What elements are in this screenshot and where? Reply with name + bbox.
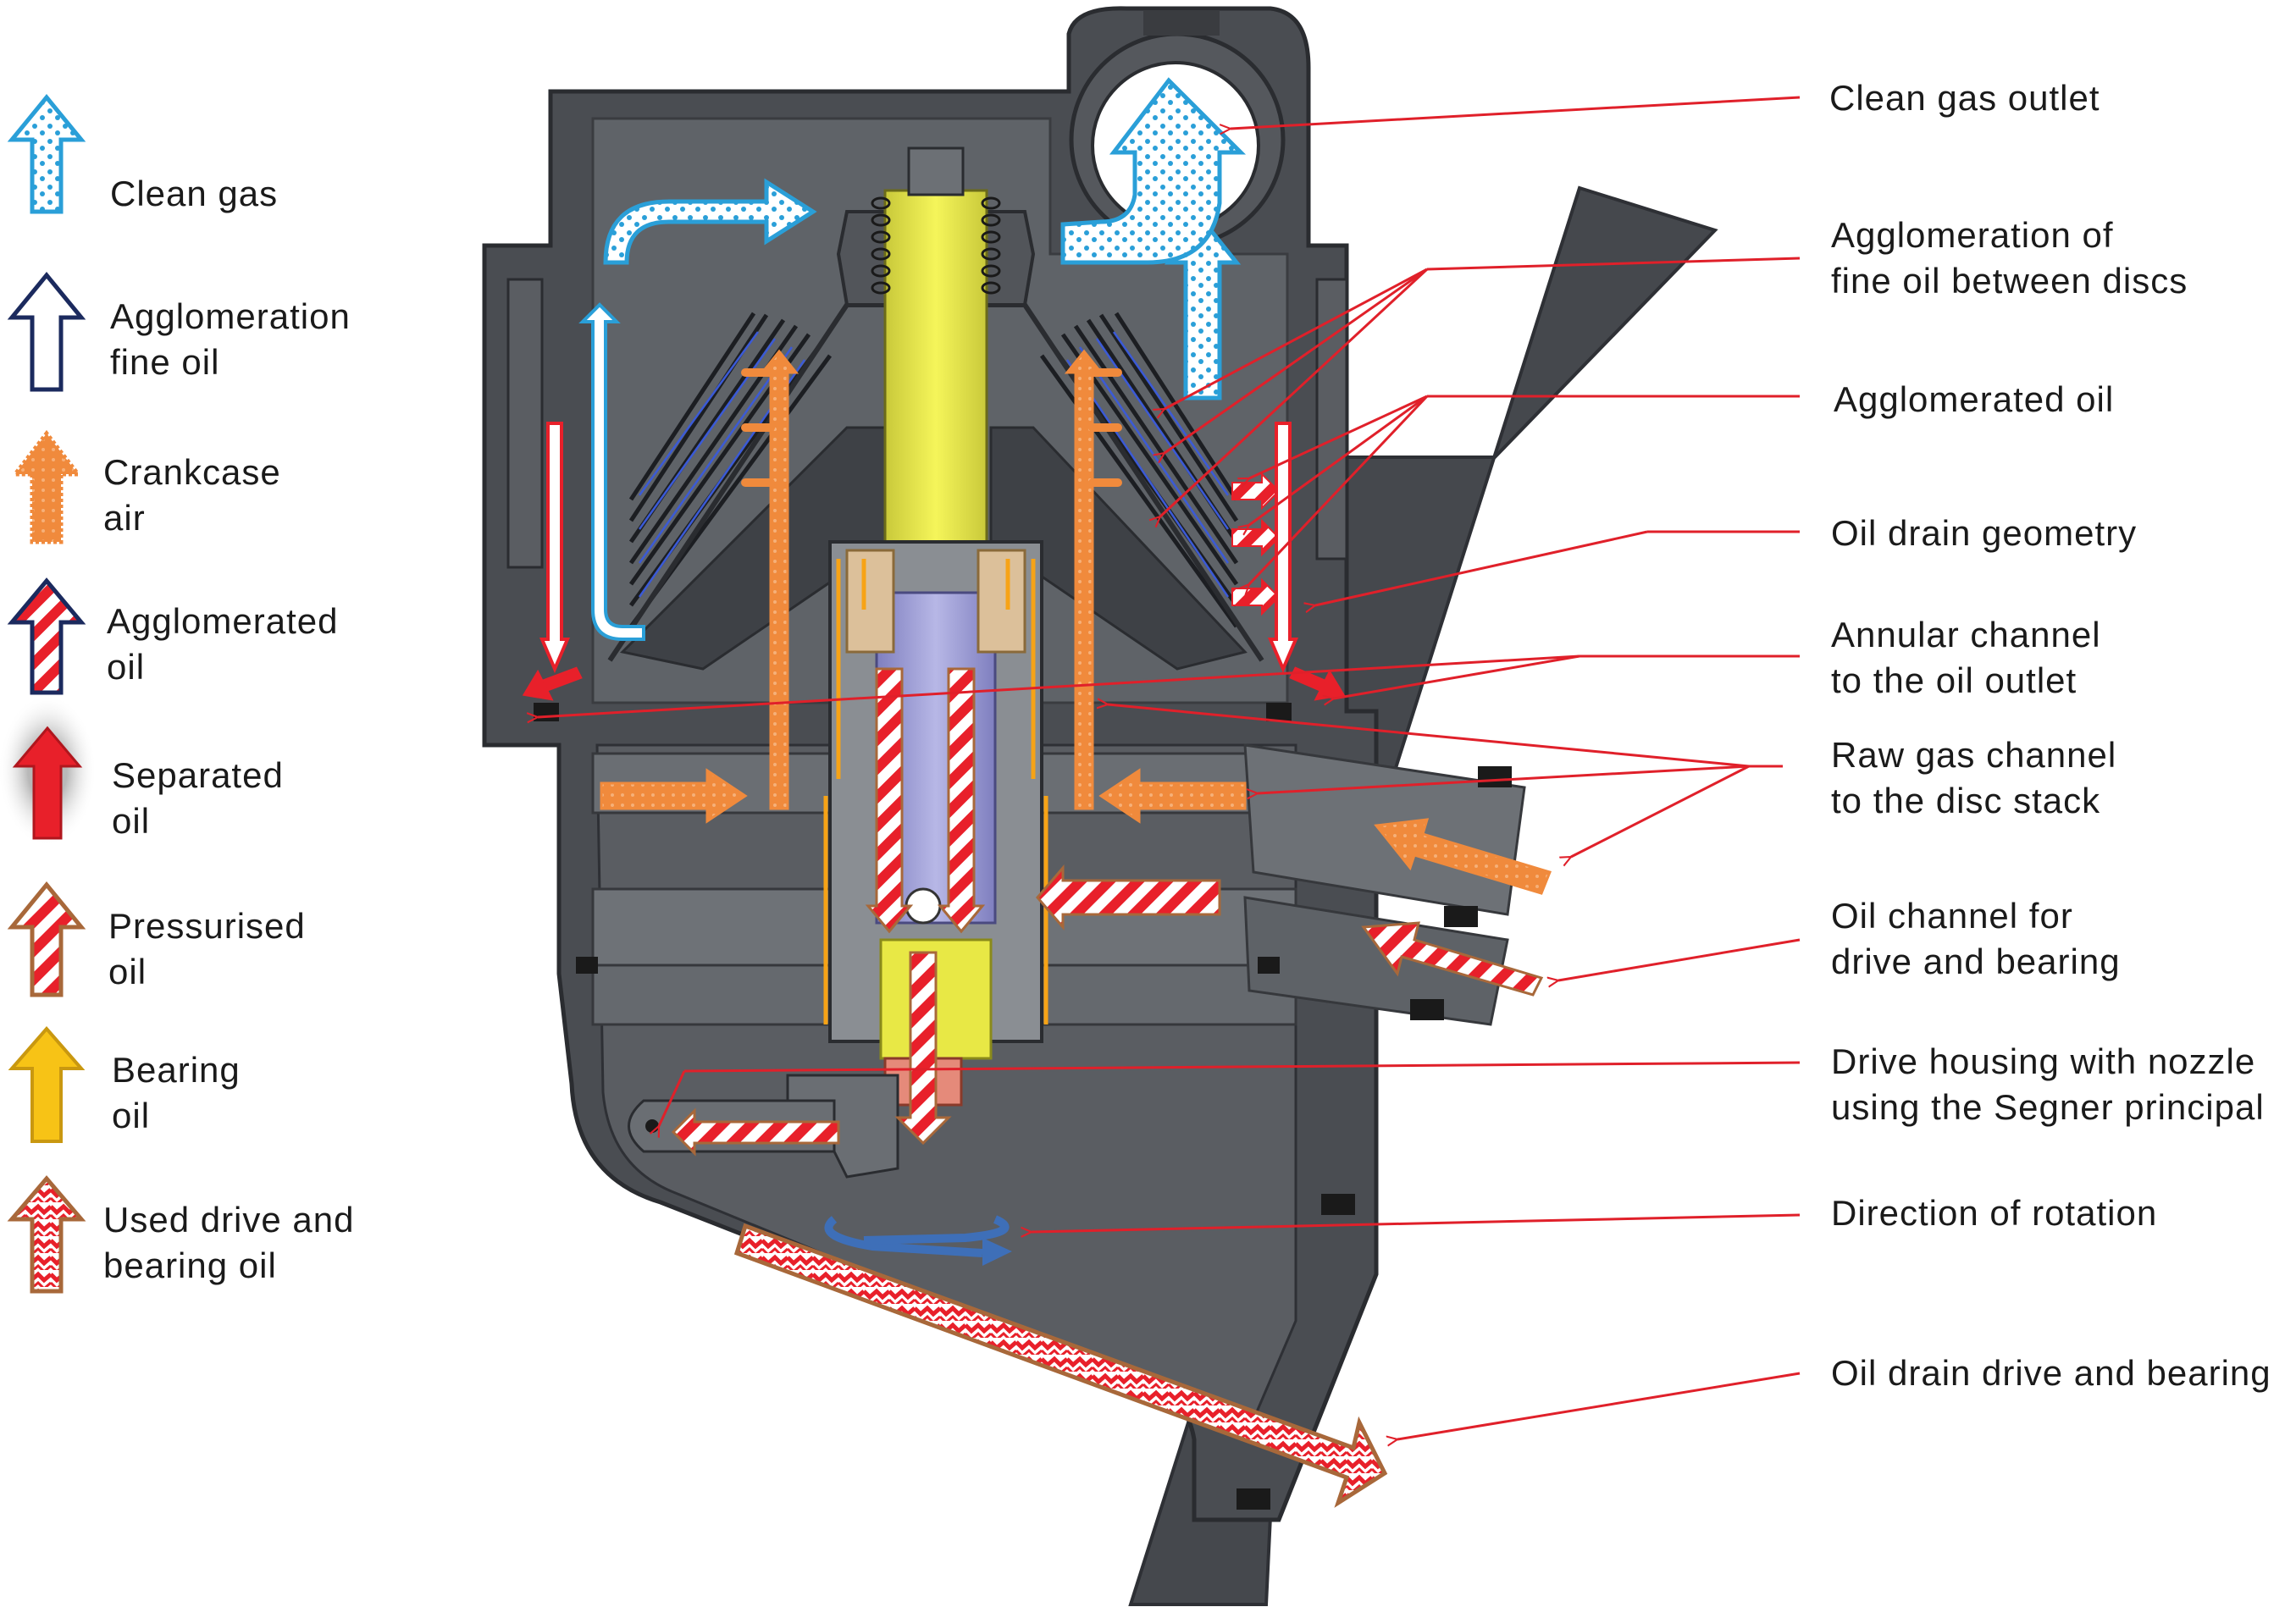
- legend-label-clean-gas: Clean gas: [110, 174, 278, 213]
- crankcase-air-flow-arrows: [600, 349, 1552, 895]
- seal-block: [1237, 1488, 1270, 1510]
- clean-gas-flow-arrow-right: [1164, 216, 1242, 400]
- seal-block: [1478, 766, 1512, 787]
- clean-gas-arrow-icon: [7, 94, 86, 214]
- clean-gas-flow-arrow-left: [603, 178, 817, 265]
- crankcase-air-arrow-icon: [10, 429, 83, 544]
- rotation-direction-icon: [824, 1215, 1010, 1257]
- used-oil-drain-arrow: [733, 1223, 1388, 1508]
- shaft-upper: [883, 189, 988, 548]
- used-oil-arrow-icon: [7, 1175, 86, 1294]
- separated-oil-arrow-icon: [0, 694, 97, 847]
- oil-channel-duct: [1243, 896, 1509, 1026]
- leader-oil-drain-drive: [1397, 1372, 1801, 1439]
- seal-block: [1410, 999, 1444, 1020]
- callout-rotation: Direction of rotation: [1831, 1193, 2157, 1233]
- leader-drive-housing: [683, 1061, 1801, 1073]
- seal-block: [1266, 703, 1292, 721]
- leader-oil-channel: [1558, 938, 1801, 980]
- leader-disc-agglomeration: [1426, 257, 1801, 271]
- crankcase-air-branches: [741, 368, 1122, 487]
- seal-block: [1321, 1194, 1355, 1215]
- bearing-bush-right: [976, 549, 1026, 654]
- leader-clean-gas-outlet: [1231, 96, 1801, 129]
- pressurised-oil-arrow-icon: [7, 881, 86, 997]
- bearing-oil-lines: [823, 559, 1048, 1024]
- seal-block: [576, 957, 598, 974]
- clean-gas-outlet-arrow: [1060, 77, 1247, 265]
- side-bolt-left: [506, 278, 544, 569]
- seal-block: [534, 703, 559, 721]
- seal-block: [1444, 906, 1478, 927]
- rotation-arrow-head: [982, 1238, 1012, 1266]
- seal-block: [1258, 957, 1280, 974]
- agglomerated-oil-arrow-icon: [7, 577, 86, 695]
- callout-agglomerated-oil: Agglomerated oil: [1834, 379, 2114, 419]
- leader-rotation: [1032, 1213, 1801, 1232]
- bearing-oil-arrow-icon: [8, 1025, 86, 1143]
- spring-coil: [871, 196, 1001, 295]
- bearing-bush-left: [845, 549, 895, 654]
- shaft-nut: [907, 146, 965, 196]
- fine-oil-arrow-icon: [7, 272, 86, 392]
- callout-clean-gas-outlet: Clean gas outlet: [1829, 78, 2100, 118]
- leader-lines: [538, 96, 1801, 1439]
- separated-oil-arrows: [522, 422, 1346, 701]
- nozzle-hole: [645, 1119, 659, 1133]
- callout-oil-drain-drive: Oil drain drive and bearing: [1831, 1353, 2271, 1393]
- pressurised-oil-arrows: [671, 667, 1544, 1157]
- callout-oil-drain-geometry: Oil drain geometry: [1831, 513, 2137, 553]
- clean-gas-flow-arrow-side: [578, 302, 645, 641]
- agglomerated-oil-arrows: [1231, 472, 1281, 616]
